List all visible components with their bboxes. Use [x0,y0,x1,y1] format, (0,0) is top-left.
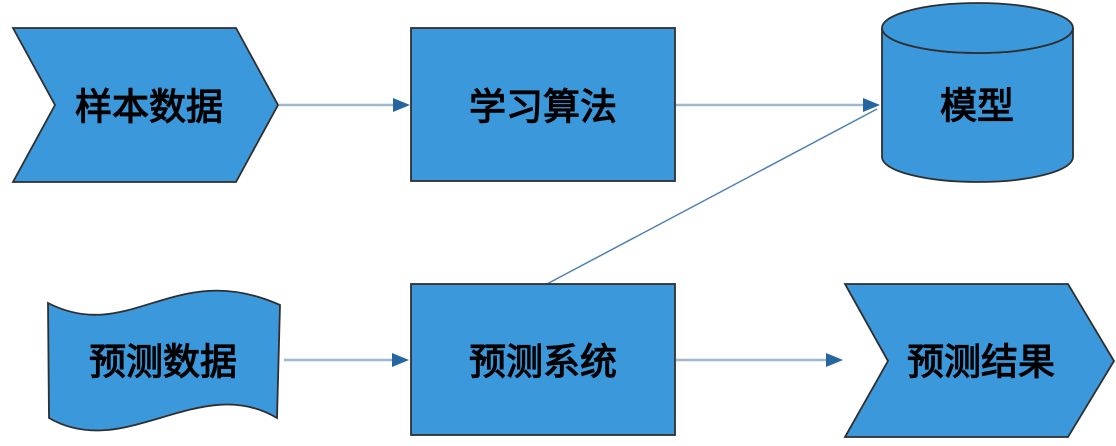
arrowhead-icon [826,353,843,367]
connector-prediction-data-to-system [284,353,409,367]
connector-system-to-model [544,108,878,286]
prediction-result-label: 预测结果 [907,342,1055,383]
learning-algorithm-shape [410,27,676,182]
node-prediction-system: 预测系统 [410,283,676,436]
arrowhead-icon [392,353,409,367]
model-shape-rim [881,2,1074,54]
node-learning-algorithm: 学习算法 [410,27,676,182]
sample-data-shape [11,27,280,183]
prediction-data-shape [47,289,281,432]
model-label: 模型 [940,86,1014,127]
connector-sample-to-learning [279,98,410,112]
connector-system-to-result [676,353,843,367]
learning-algorithm-label: 学习算法 [469,86,617,128]
node-prediction-data: 预测数据 [47,289,281,432]
prediction-system-label: 预测系统 [469,342,617,383]
node-prediction-result: 预测结果 [843,283,1116,438]
prediction-system-shape [410,283,676,436]
arrowhead-icon [393,98,410,112]
arrowhead-icon [863,98,880,112]
sample-data-label: 样本数据 [75,87,223,128]
node-model: 模型 [881,2,1074,183]
connector-line-diagonal [544,108,878,286]
prediction-data-label: 预测数据 [89,342,237,383]
prediction-result-shape [843,283,1116,438]
node-sample-data: 样本数据 [11,27,280,183]
connector-learning-to-model [675,98,880,112]
